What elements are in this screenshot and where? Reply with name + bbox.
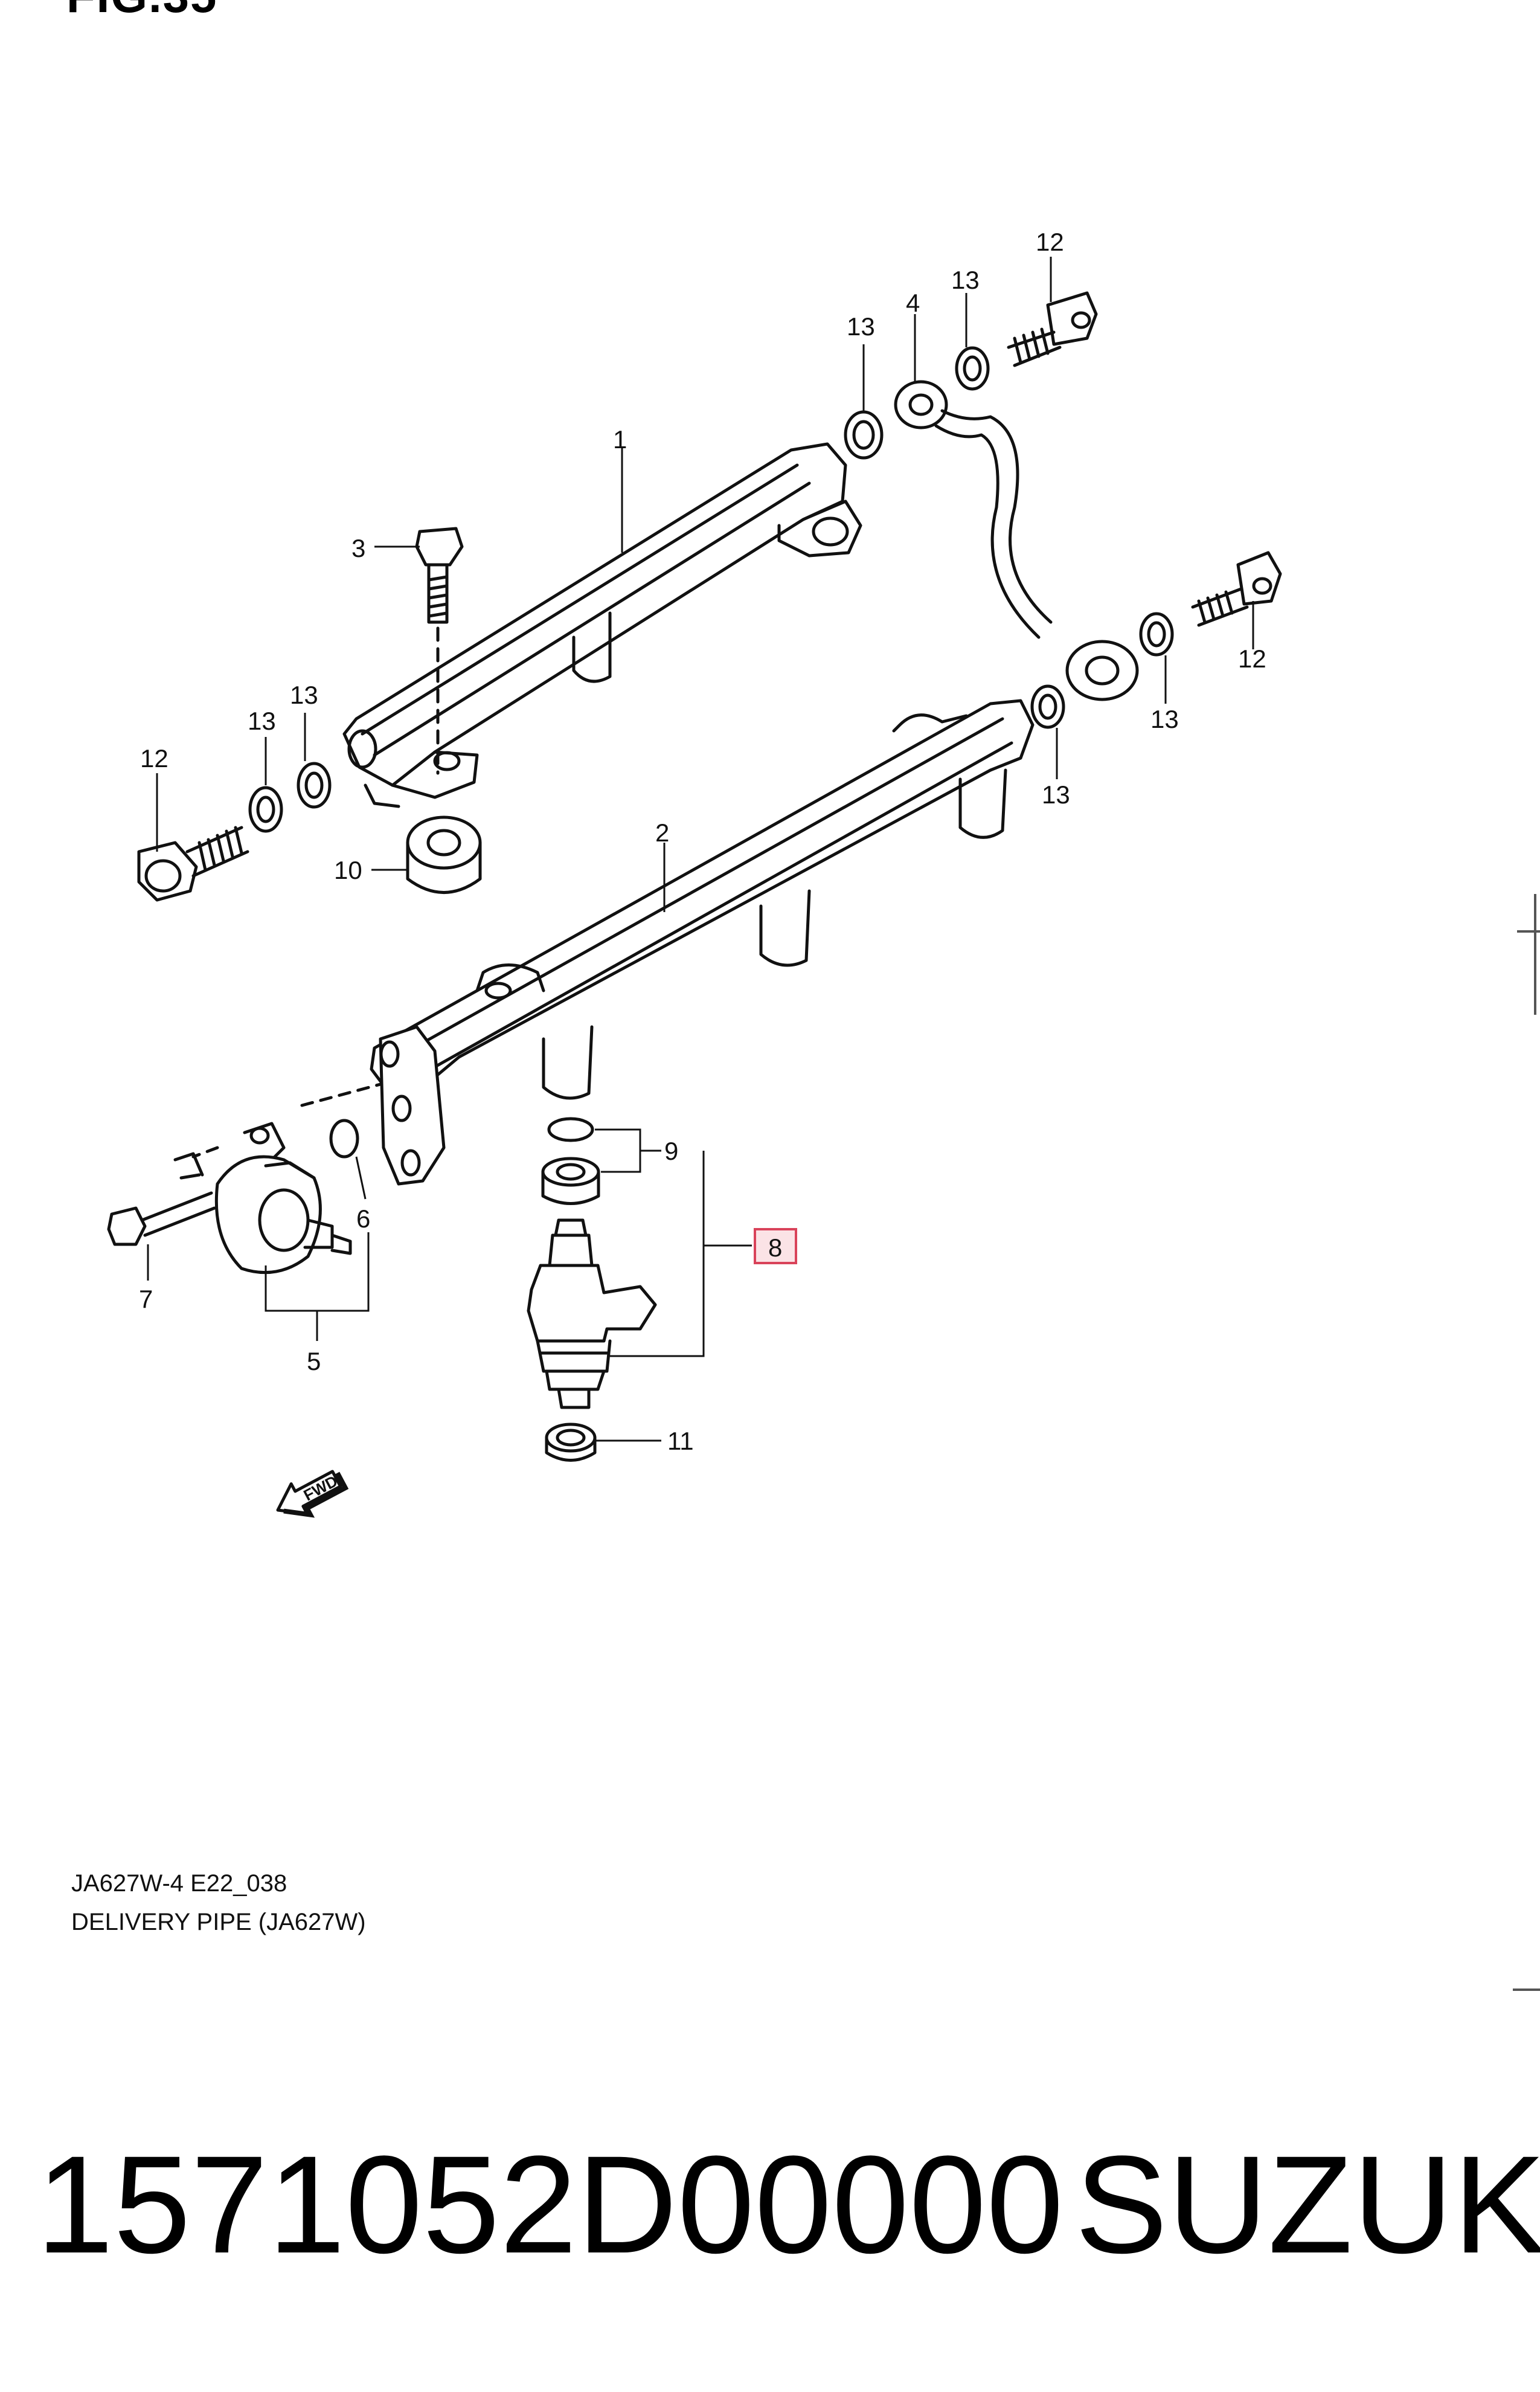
callout-13-e[interactable]: 13 <box>248 707 276 735</box>
callout-12-top[interactable]: 12 <box>1036 228 1064 256</box>
callout-3[interactable]: 3 <box>351 534 365 562</box>
callout-12-left[interactable]: 12 <box>140 744 168 773</box>
callout-4[interactable]: 4 <box>906 289 920 317</box>
callout-12-right[interactable]: 12 <box>1238 645 1266 673</box>
gasket-13-a[interactable] <box>844 410 884 460</box>
banjo-bolt-12-top[interactable] <box>1007 291 1098 367</box>
callout-13-c[interactable]: 13 <box>1150 705 1179 733</box>
figure-title: FIG.35 <box>66 0 217 24</box>
edge-mark-bottom-right <box>1513 1989 1540 1991</box>
callout-10[interactable]: 10 <box>334 856 362 884</box>
banjo-bolt-12-right[interactable] <box>1191 551 1282 627</box>
callout-13-b[interactable]: 13 <box>951 266 980 294</box>
diagram-code: JA627W-4 E22_038 <box>71 1870 287 1897</box>
delivery-pipe-lower[interactable] <box>370 699 1035 1186</box>
highlight-box-part-8[interactable] <box>754 1228 797 1264</box>
gasket-13-f[interactable] <box>297 762 332 809</box>
callout-7[interactable]: 7 <box>139 1285 153 1313</box>
edge-rule-right <box>1534 894 1536 1015</box>
edge-mark-right <box>1517 930 1540 933</box>
callout-13-a[interactable]: 13 <box>847 312 875 341</box>
banjo-bolt-12-left[interactable] <box>137 826 249 902</box>
diagram-name: DELIVERY PIPE (JA627W) <box>71 1909 366 1935</box>
gasket-13-e[interactable] <box>248 786 283 833</box>
bolt-7[interactable] <box>107 1152 216 1246</box>
gasket-13-b[interactable] <box>955 346 990 391</box>
brand-name: SUZUKI <box>1075 2127 1540 2282</box>
callout-5[interactable]: 5 <box>307 1347 321 1375</box>
exploded-parts-diagram: 1 2 3 4 5 6 7 8 9 10 11 12 12 12 13 13 1… <box>107 228 1282 1518</box>
gasket-13-c[interactable] <box>1139 612 1174 657</box>
callout-11[interactable]: 11 <box>667 1427 694 1455</box>
delivery-pipe-upper[interactable] <box>342 442 862 808</box>
o-ring-11[interactable] <box>545 1423 597 1462</box>
callout-13-d[interactable]: 13 <box>1042 780 1070 809</box>
diagram-caption: JA627W-4 E22_038 DELIVERY PIPE (JA627W) <box>71 1864 366 1941</box>
part-number: 1571052D00000 <box>36 2127 1064 2282</box>
fuel-injector-8[interactable] <box>527 1218 657 1409</box>
gasket-13-d[interactable] <box>1030 684 1065 729</box>
spacer-10[interactable] <box>406 815 482 894</box>
fwd-arrow-icon: FWD <box>276 1470 349 1518</box>
callout-9[interactable]: 9 <box>664 1137 678 1165</box>
footer-band <box>0 1993 1540 2392</box>
callout-6[interactable]: 6 <box>356 1204 370 1233</box>
diagram-sheet: FIG.35 <box>66 0 1540 1991</box>
fuel-hose-4[interactable] <box>894 380 1139 701</box>
callout-8[interactable]: 8 <box>768 1233 782 1262</box>
o-ring-6[interactable] <box>329 1119 359 1159</box>
callout-13-f[interactable]: 13 <box>290 681 318 709</box>
pressure-regulator-5[interactable] <box>214 1122 352 1275</box>
callout-2[interactable]: 2 <box>655 818 669 847</box>
seal-9[interactable] <box>541 1117 600 1205</box>
callout-1[interactable]: 1 <box>613 425 627 454</box>
